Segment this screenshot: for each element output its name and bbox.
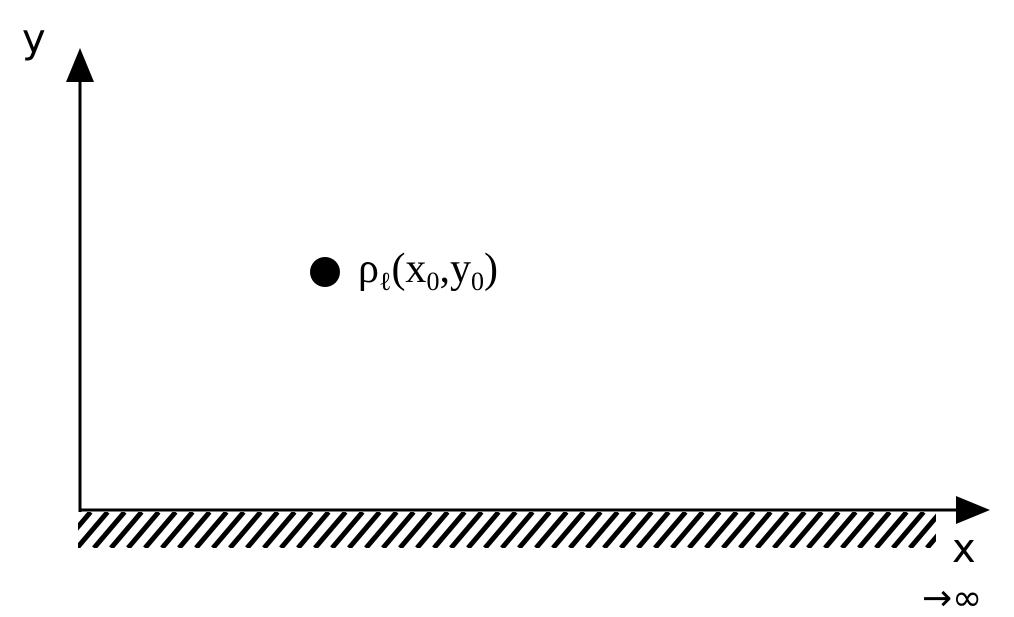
- hatch-stroke: [381, 512, 416, 548]
- hatch-stroke: [891, 512, 926, 548]
- hatch-stroke: [840, 512, 875, 548]
- source-point: [310, 257, 340, 287]
- hatch-stroke: [806, 512, 841, 548]
- hatch-stroke: [602, 512, 637, 548]
- hatch-stroke: [636, 512, 671, 548]
- hatch-stroke: [874, 512, 909, 548]
- hatch-stroke: [313, 512, 348, 548]
- hatch-stroke: [978, 512, 1009, 548]
- hatch-stroke: [500, 512, 535, 548]
- hatch-stroke: [398, 512, 433, 548]
- y-axis-arrowhead: [66, 48, 94, 82]
- hatch-stroke: [534, 512, 569, 548]
- source-point-label: ρℓ(x0,y0): [358, 246, 498, 296]
- hatch-stroke: [772, 512, 807, 548]
- hatch-stroke: [551, 512, 586, 548]
- hatch-stroke: [789, 512, 824, 548]
- hatch-stroke: [262, 512, 297, 548]
- hatch-stroke: [279, 512, 314, 548]
- hatch-stroke: [823, 512, 858, 548]
- hatch-stroke: [687, 512, 722, 548]
- hatch-stroke: [296, 512, 331, 548]
- hatch-stroke: [704, 512, 739, 548]
- hatch-stroke: [925, 533, 936, 548]
- hatch-stroke: [619, 512, 654, 548]
- hatch-stroke: [330, 512, 365, 548]
- hatch-stroke: [432, 512, 467, 548]
- x-axis-label: x: [952, 526, 976, 572]
- hatch-stroke: [92, 512, 127, 548]
- hatch-stroke: [364, 512, 399, 548]
- hatch-stroke: [347, 512, 382, 548]
- hatch-stroke: [653, 512, 688, 548]
- hatch-stroke: [721, 512, 756, 548]
- hatch-stroke: [194, 512, 229, 548]
- hatch-stroke: [177, 512, 212, 548]
- hatch-stroke: [449, 512, 484, 548]
- hatch-stroke: [160, 512, 195, 548]
- x-axis-arrowhead: [956, 496, 990, 524]
- hatch-stroke: [755, 512, 790, 548]
- hatch-stroke: [908, 513, 936, 548]
- hatch-stroke: [143, 512, 178, 548]
- hatch-stroke: [78, 512, 110, 548]
- hatch-stroke: [228, 512, 263, 548]
- hatch-stroke: [738, 512, 773, 548]
- hatch-stroke: [483, 512, 518, 548]
- hatch-stroke: [109, 512, 144, 548]
- hatch-stroke: [857, 512, 892, 548]
- limit-label: →∞: [922, 578, 982, 617]
- hatch-stroke: [670, 512, 705, 548]
- hatch-stroke: [211, 512, 246, 548]
- hatch-stroke: [517, 512, 552, 548]
- hatch-stroke: [466, 512, 501, 548]
- hatch-stroke: [245, 512, 280, 548]
- hatched-boundary: [78, 512, 1009, 548]
- y-axis-label: y: [22, 16, 46, 62]
- hatch-stroke: [568, 512, 603, 548]
- hatch-stroke: [126, 512, 161, 548]
- hatch-stroke: [585, 512, 620, 548]
- hatch-stroke: [415, 512, 450, 548]
- hatch-stroke: [78, 512, 93, 531]
